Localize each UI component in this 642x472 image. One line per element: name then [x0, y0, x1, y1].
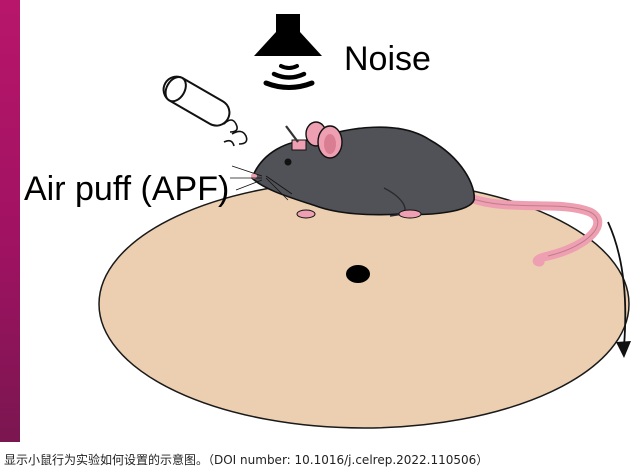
air-puff-nozzle-icon	[162, 75, 248, 147]
rotation-arrow-icon	[607, 221, 631, 358]
accent-bar	[0, 0, 20, 442]
mouse-tail	[465, 193, 603, 267]
mouse	[230, 121, 475, 219]
noise-label: Noise	[344, 40, 431, 78]
air-puff-label: Air puff (APF)	[24, 170, 229, 208]
figure-caption: 显示小鼠行为实验如何设置的示意图。（DOI number: 10.1016/j.…	[4, 453, 489, 467]
speaker-icon	[254, 14, 322, 56]
platform-center-hole	[346, 265, 370, 283]
experiment-diagram: Noise Air puff (APF)	[24, 14, 631, 429]
sound-wave-icon	[263, 64, 315, 90]
platform	[98, 179, 630, 429]
